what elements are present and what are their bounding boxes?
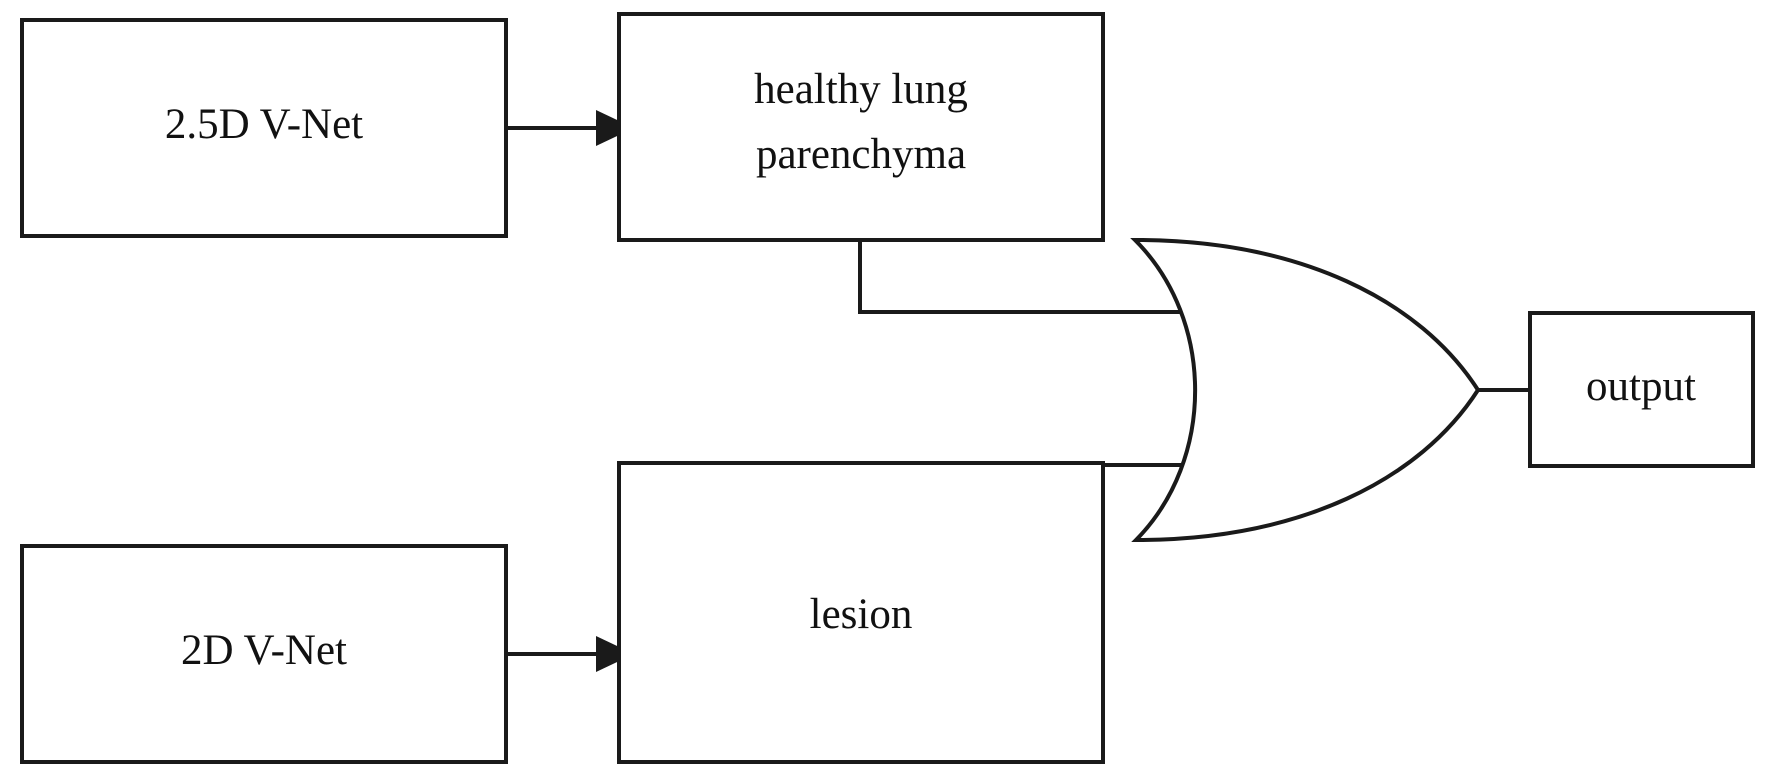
node-label-healthy-lung-line1: healthy lung xyxy=(754,66,968,113)
node-label-lesion: lesion xyxy=(810,591,913,638)
node-label-healthy-lung-line2: parenchyma xyxy=(756,131,966,178)
or-gate-shape xyxy=(1130,237,1481,543)
node-label-vnet25: 2.5D V-Net xyxy=(165,101,363,148)
node-label-vnet2d: 2D V-Net xyxy=(181,627,347,674)
edge-vnet25-to-healthy-arrowhead xyxy=(596,110,634,146)
edge-vnet2d-to-lesion-arrowhead xyxy=(596,636,634,672)
node-box-vnet2d[interactable] xyxy=(20,544,508,764)
node-box-vnet25[interactable] xyxy=(20,18,508,238)
node-box-output[interactable] xyxy=(1528,311,1755,468)
node-box-lesion[interactable] xyxy=(617,461,1105,764)
node-label-output: output xyxy=(1586,363,1696,410)
edge-healthy-to-or-gate xyxy=(858,240,1200,314)
node-box-healthy-lung-parenchyma[interactable] xyxy=(617,12,1105,242)
